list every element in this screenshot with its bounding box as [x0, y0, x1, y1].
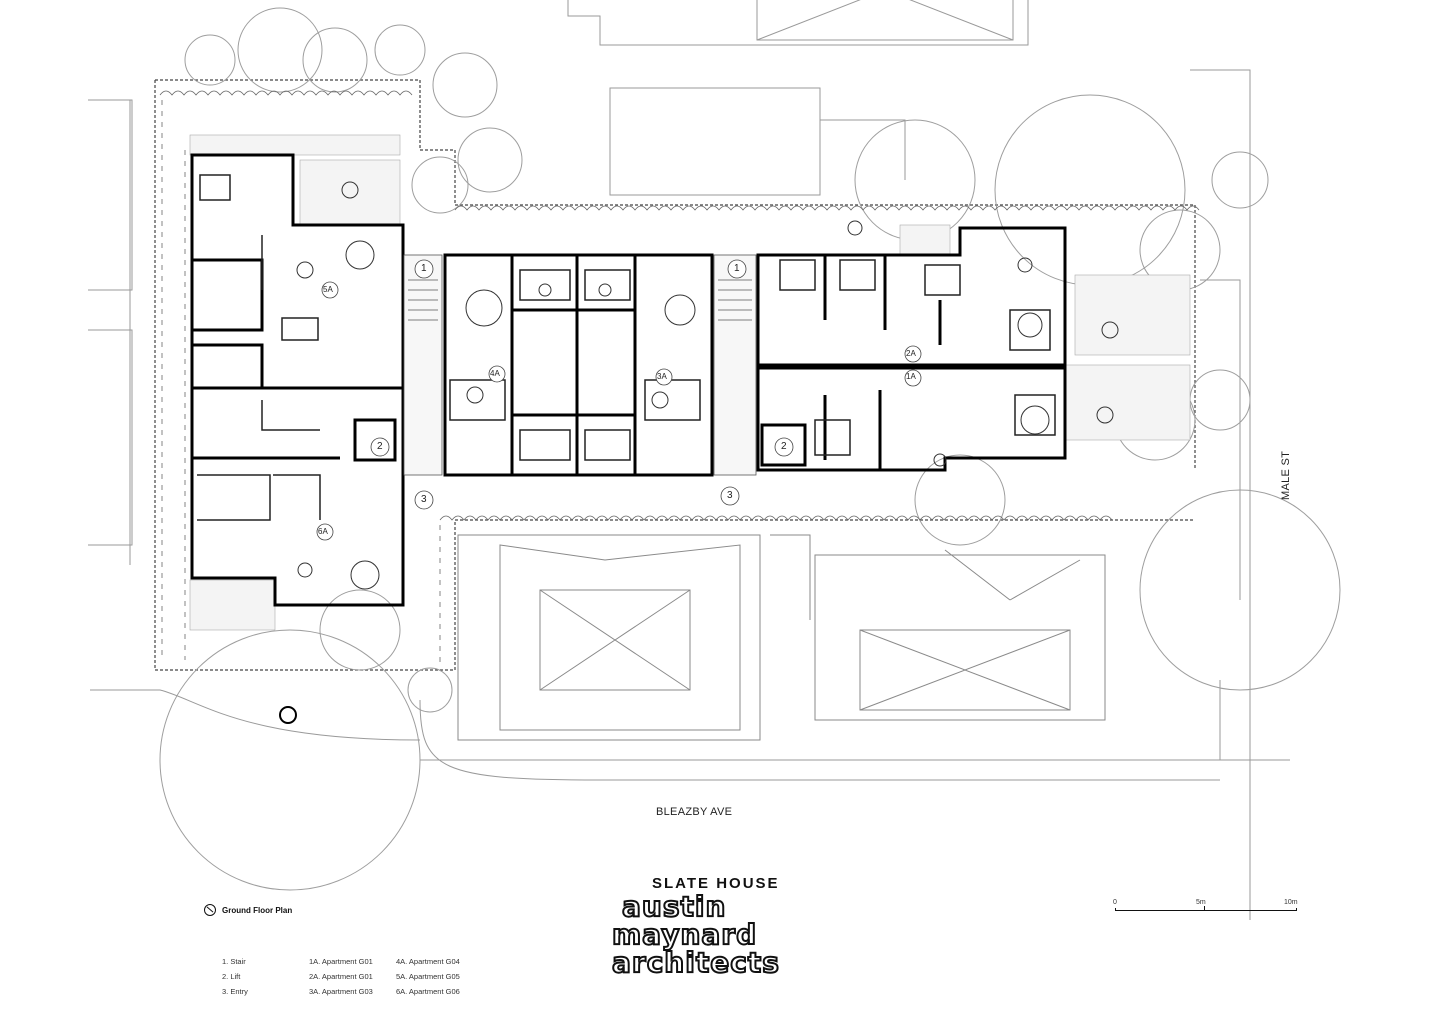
- legend-item: 1A. Apartment G01: [309, 957, 373, 966]
- scale-label-5m: 5m: [1196, 899, 1206, 906]
- legend-item: 6A. Apartment G06: [396, 987, 460, 996]
- room-tag-entry-2: 3: [727, 490, 733, 501]
- logo-line-1: austin: [621, 890, 727, 923]
- room-tag-stair-2: 1: [734, 263, 740, 274]
- plan-caption: Ground Floor Plan: [222, 906, 293, 915]
- legend-item: 4A. Apartment G04: [396, 957, 460, 966]
- scale-label-10m: 10m: [1284, 899, 1298, 906]
- architect-logo: austin maynard architects: [611, 890, 780, 979]
- brick-paving: [189, 134, 1191, 631]
- room-tag-apartment-1a: 1A: [906, 372, 916, 381]
- logo-line-2: maynard: [611, 918, 758, 951]
- room-tag-apartment-6a: 6A: [318, 527, 328, 536]
- legend-item: 1. Stair: [222, 957, 246, 966]
- street-label-south: BLEAZBY AVE: [656, 806, 733, 818]
- furniture-circles: [296, 181, 1119, 590]
- legend-item: 3. Entry: [222, 987, 248, 996]
- scale-label-0: 0: [1113, 899, 1117, 906]
- room-tag-apartment-3a: 3A: [657, 372, 667, 381]
- legend-item: 5A. Apartment G05: [396, 972, 460, 981]
- legend-column-2: 1A. Apartment G01 2A. Apartment G01 3A. …: [309, 954, 373, 999]
- context-linework: [88, 0, 1290, 920]
- site-boundary: [154, 79, 1196, 671]
- neighbour-roofs: [457, 534, 1106, 741]
- scale-bar: [1115, 906, 1297, 911]
- room-tag-stair-1: 1: [421, 263, 427, 274]
- room-tag-apartment-5a: 5A: [323, 285, 333, 294]
- legend-column-3: 4A. Apartment G04 5A. Apartment G05 6A. …: [396, 954, 460, 999]
- tree-canopies: [159, 7, 1341, 891]
- tag-circles: [279, 259, 922, 724]
- legend-item: 2A. Apartment G01: [309, 972, 373, 981]
- room-tag-lift-1: 2: [377, 441, 383, 452]
- legend-item: 3A. Apartment G03: [309, 987, 373, 996]
- room-tag-lift-2: 2: [781, 441, 787, 452]
- room-tag-apartment-4a: 4A: [490, 369, 500, 378]
- interior-partitions: [197, 174, 1056, 521]
- stair-cores: [403, 254, 757, 476]
- legend-column-1: 1. Stair 2. Lift 3. Entry: [222, 954, 248, 999]
- street-label-east: MALE ST: [1280, 450, 1292, 500]
- hedge-rows: [159, 90, 1200, 665]
- north-arrow-icon: [204, 904, 216, 916]
- project-title: SLATE HOUSE: [652, 875, 780, 892]
- logo-line-3: architects: [611, 946, 780, 979]
- room-tag-entry-1: 3: [421, 494, 427, 505]
- legend-item: 2. Lift: [222, 972, 241, 981]
- building-walls: [190, 153, 1067, 607]
- room-tag-apartment-2a: 2A: [906, 349, 916, 358]
